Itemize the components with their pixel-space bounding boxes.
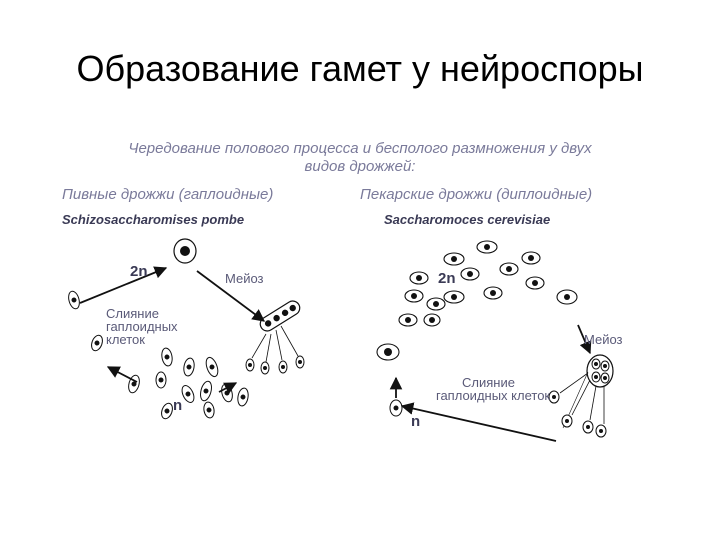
right-label-2n: 2n [438, 270, 456, 287]
left-label-2n: 2n [130, 263, 148, 280]
right-label-n: n [411, 413, 420, 430]
right-spore [549, 391, 559, 403]
left-spore [279, 361, 287, 373]
left-spore [296, 356, 304, 368]
left-cycle [67, 239, 304, 420]
right-cycle [377, 241, 613, 441]
left-arrow-division [108, 367, 137, 382]
right-spore [583, 421, 593, 433]
left-spore [261, 362, 269, 374]
left-label-fusion-3: клеток [106, 333, 145, 346]
left-arrow-fusion [80, 268, 166, 303]
right-arrow-fusion [402, 406, 556, 441]
right-diploid-cells [377, 241, 577, 360]
left-spore [246, 359, 254, 371]
right-spore [562, 415, 572, 427]
left-zygote-cell [174, 239, 196, 263]
left-label-n: n [173, 397, 182, 414]
right-spore [596, 425, 606, 437]
right-label-fusion-2: гаплоидных клеток [436, 389, 550, 402]
right-haploid-cell [390, 400, 402, 416]
left-ascus [246, 298, 304, 374]
right-ascus [549, 355, 613, 437]
left-label-meiosis: Мейоз [225, 272, 264, 285]
right-label-meiosis: Мейоз [584, 333, 623, 346]
